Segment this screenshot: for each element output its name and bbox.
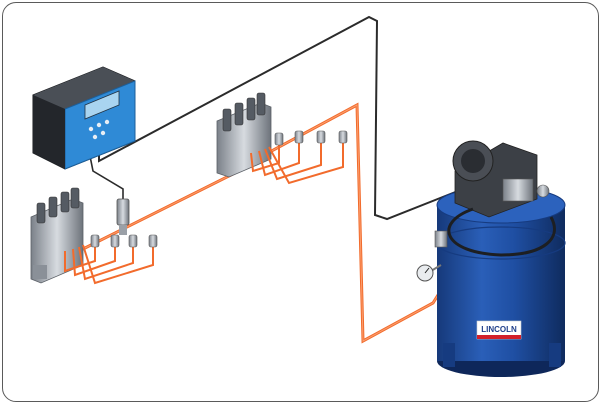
distributor-right	[216, 92, 272, 178]
lube-points-left	[90, 234, 158, 248]
pressure-gauge-icon	[416, 264, 442, 282]
feed-lines-left	[64, 243, 154, 285]
brand-logo: LINCOLN	[481, 325, 517, 334]
lubrication-system-diagram: LINCOLN	[30, 15, 566, 377]
pump-tank: LINCOLN	[416, 140, 566, 377]
lube-points-right	[274, 130, 348, 146]
brand-plate: LINCOLN	[476, 320, 522, 340]
sensor-cable	[88, 150, 124, 207]
controller-screen	[84, 90, 120, 120]
distributor-left	[30, 187, 84, 284]
feed-lines-right	[250, 141, 344, 185]
controller-unit	[32, 66, 136, 170]
pressure-switch	[116, 198, 130, 235]
pump-motor	[452, 140, 550, 218]
signal-cable	[98, 15, 464, 221]
controller-buttons	[88, 119, 110, 140]
